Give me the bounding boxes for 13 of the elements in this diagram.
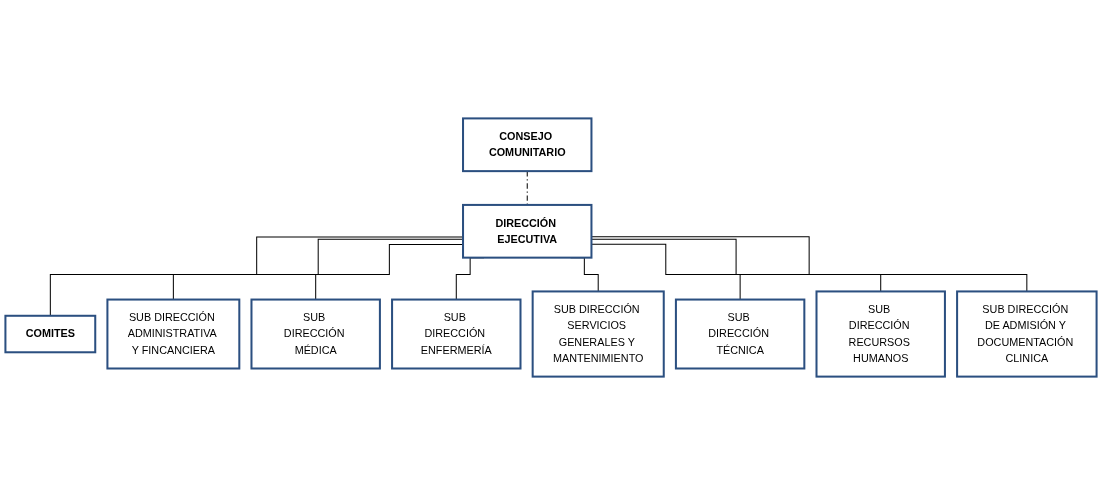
node-box: CONSEJO COMUNITARIO: [462, 117, 593, 173]
node-box: SUB DIRECCIÓN TÉCNICA: [674, 299, 806, 370]
node-box: SUB DIRECCIÓN RECURSOS HUMANOS: [815, 290, 946, 379]
connector: [315, 244, 464, 301]
connector: [49, 237, 464, 317]
node-box: DIRECCIÓN EJECUTIVA: [462, 204, 593, 260]
node-box: SUB DIRECCIÓN ENFERMERÍA: [391, 299, 522, 370]
connector: [172, 239, 464, 301]
node-box: SUB DIRECCIÓN MÉDICA: [250, 299, 381, 370]
node-box: COMITES: [4, 315, 97, 354]
node-box: SUB DIRECCIÓN SERVICIOS GENERALES Y MANTENIMIENTO: [531, 290, 665, 379]
node-box: SUB DIRECCIÓN DE ADMISIÓN Y DOCUMENTACIÓN CLINICA: [956, 290, 1098, 379]
node-box: SUB DIRECCIÓN ADMINISTRATIVA Y FINCANCIERA: [106, 299, 241, 370]
